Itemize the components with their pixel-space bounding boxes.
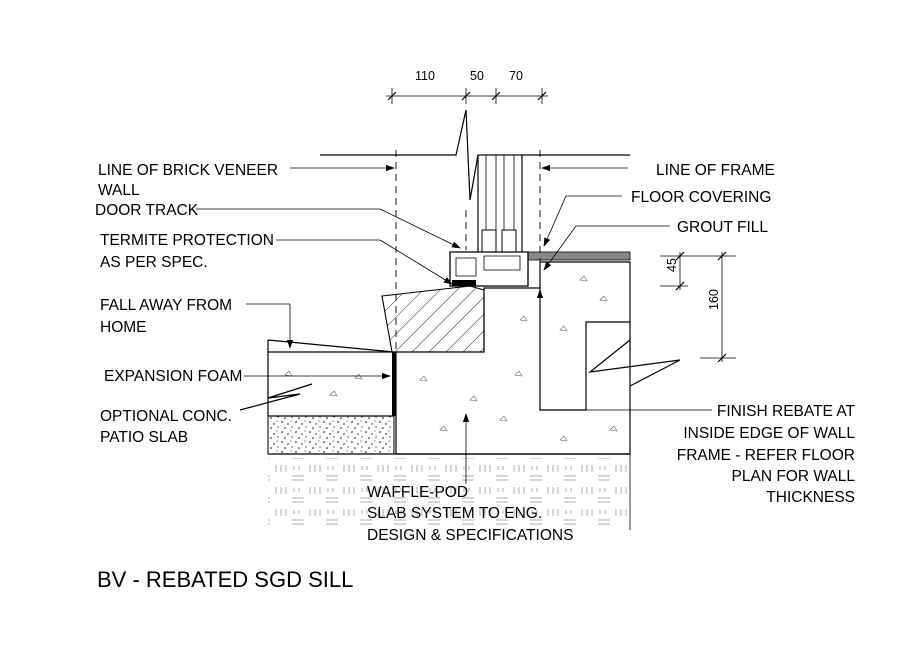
label-brick-veneer-line1: LINE OF BRICK VENEER [98,162,278,179]
label-finish-rebate-line5: THICKNESS [766,489,855,506]
floor-slab [539,261,631,322]
door-track [449,251,529,287]
patio-gravel-base [267,415,395,455]
label-floor-covering: FLOOR COVERING [631,189,771,206]
concrete-speckles [284,275,618,442]
dim-70: 70 [509,69,523,83]
label-expansion-foam: EXPANSION FOAM [104,368,242,385]
dim-160: 160 [707,289,721,310]
label-fall-away-line2: HOME [100,319,147,336]
label-line-of-frame: LINE OF FRAME [656,162,775,179]
top-dimension [386,88,548,104]
dim-45: 45 [665,258,679,272]
label-termite-line2: AS PER SPEC. [100,254,208,271]
label-finish-rebate-line1: FINISH REBATE AT [717,403,856,420]
expansion-foam [392,352,396,416]
leader-lines [196,164,712,484]
label-grout-fill: GROUT FILL [677,219,768,236]
label-waffle-pod-line1: WAFFLE-POD [367,484,468,501]
brick-veneer [381,285,485,353]
label-patio-slab-line1: OPTIONAL CONC. [100,408,232,425]
label-waffle-pod-line2: SLAB SYSTEM TO ENG. [367,505,542,522]
label-door-track: DOOR TRACK [95,202,199,219]
patio-break-line [239,383,313,411]
right-dimension [660,251,736,363]
ground-hatch [268,458,630,530]
label-patio-slab-line2: PATIO SLAB [100,429,188,446]
dim-50: 50 [470,69,484,83]
label-finish-rebate-line3: FRAME - REFER FLOOR [677,447,855,464]
label-waffle-pod-line3: DESIGN & SPECIFICATIONS [367,527,573,544]
drawing-title: BV - REBATED SGD SILL [97,567,353,592]
dim-110: 110 [415,69,435,83]
label-finish-rebate-line4: PLAN FOR WALL [732,468,856,485]
floor-covering [525,251,631,261]
door-frame-profile [477,154,523,256]
label-finish-rebate-line2: INSIDE EDGE OF WALL [683,425,855,442]
slab-break-line [587,339,681,387]
label-termite-line1: TERMITE PROTECTION [100,232,274,249]
label-brick-veneer-line2: WALL [98,182,140,199]
termite-barrier [452,280,476,286]
label-fall-away-line1: FALL AWAY FROM [100,297,232,314]
wall-break-line [320,109,479,201]
